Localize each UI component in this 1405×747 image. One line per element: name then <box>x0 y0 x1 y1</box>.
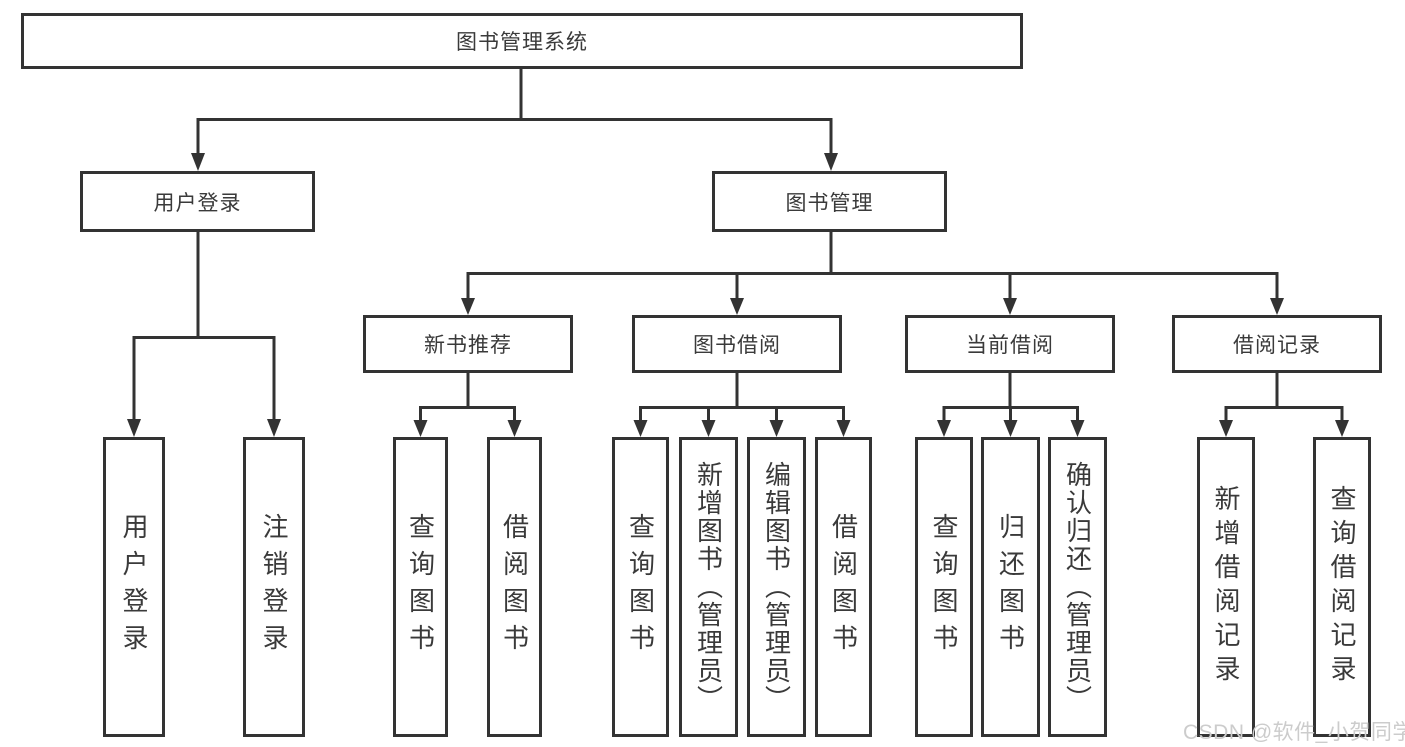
leaf-logout: 注销登录 <box>243 437 305 737</box>
leaf-user-login: 用户登录 <box>103 437 165 737</box>
node-book-management: 图书管理 <box>712 171 947 232</box>
node-library-system: 图书管理系统 <box>21 13 1023 69</box>
node-book-borrow: 图书借阅 <box>632 315 842 373</box>
leaf-edit-book-admin: 编辑图书（管理员） <box>747 437 806 737</box>
leaf-add-borrow-record: 新增借阅记录 <box>1197 437 1255 737</box>
leaf-return-books: 归还图书 <box>981 437 1040 737</box>
leaf-query-books-current: 查询图书 <box>915 437 973 737</box>
leaf-confirm-return-admin: 确认归还（管理员） <box>1048 437 1107 737</box>
leaf-query-borrow-record: 查询借阅记录 <box>1313 437 1371 737</box>
leaf-add-book-admin: 新增图书（管理员） <box>679 437 738 737</box>
leaf-borrow-books-recommend: 借阅图书 <box>487 437 542 737</box>
watermark: CSDN @软件_小贺同学 <box>1183 721 1405 744</box>
node-user-login: 用户登录 <box>80 171 315 232</box>
leaf-borrow-books: 借阅图书 <box>815 437 872 737</box>
node-new-book-recommend: 新书推荐 <box>363 315 573 373</box>
leaf-query-books-recommend: 查询图书 <box>393 437 448 737</box>
node-borrow-records: 借阅记录 <box>1172 315 1382 373</box>
leaf-query-books-borrow: 查询图书 <box>612 437 669 737</box>
node-current-borrow: 当前借阅 <box>905 315 1115 373</box>
